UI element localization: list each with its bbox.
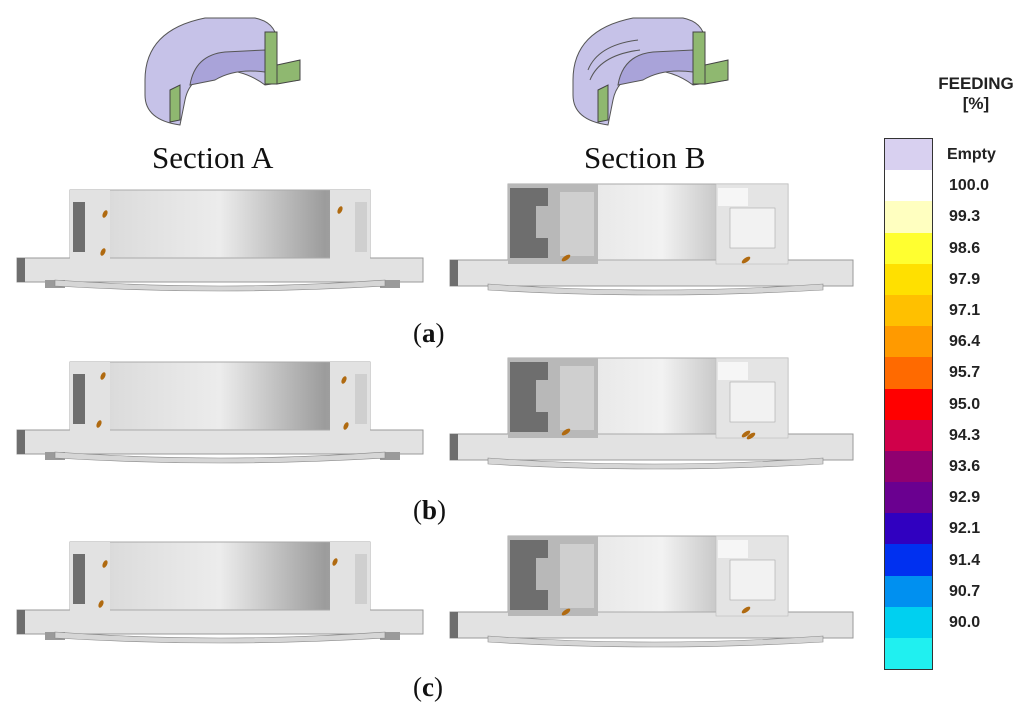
legend-label: 93.6: [949, 458, 981, 475]
section-b-title: Section B: [584, 140, 706, 175]
legend-label: 90.7: [949, 582, 981, 600]
legend-swatch: [885, 544, 932, 576]
legend-label: Empty: [947, 146, 996, 163]
casting-drawing: [449, 535, 854, 648]
legend-label: 91.4: [949, 551, 981, 569]
legend-label: 90.0: [949, 614, 981, 631]
legend-label: 92.9: [949, 489, 981, 507]
legend-swatch: [885, 139, 932, 171]
casting-drawing: [16, 361, 424, 464]
legend-swatch: [885, 606, 932, 638]
legend-title-line2: [%]: [962, 94, 990, 113]
legend-swatch: [885, 357, 932, 389]
casting-view-section-a-row-c: [15, 532, 425, 650]
casting-drawing: [449, 183, 854, 296]
legend-label: 99.3: [949, 208, 981, 226]
casting-drawing: [16, 189, 424, 292]
legend-title-line1: FEEDING: [938, 74, 1014, 93]
casting-drawing: [16, 541, 424, 644]
legend-label: 95.7: [949, 364, 981, 382]
casting-view-section-b-row-a: [448, 178, 858, 298]
legend-label: 96.4: [949, 333, 981, 351]
section-a-title: Section A: [152, 140, 274, 175]
row-label-b: (b): [413, 495, 447, 525]
legend-label: 97.9: [949, 270, 981, 288]
section-b-isometric-view: [572, 17, 729, 126]
row-label-c: (c): [413, 672, 443, 702]
section-a-isometric-view: [144, 17, 301, 126]
legend-swatch: [885, 263, 932, 295]
legend-swatch: [885, 201, 932, 233]
casting-drawing: [449, 357, 854, 470]
legend-swatch: [885, 513, 932, 545]
casting-view-section-a-row-a: [15, 180, 425, 295]
casting-view-section-b-row-b: [448, 352, 858, 474]
row-label-a: (a): [413, 318, 445, 348]
legend-label: 98.6: [949, 239, 981, 257]
legend-swatch: [885, 638, 932, 670]
casting-view-section-a-row-b: [15, 352, 425, 470]
legend-label: 97.1: [949, 302, 981, 319]
legend-label: 94.3: [949, 426, 981, 444]
legend-swatch: [885, 450, 932, 483]
casting-view-section-b-row-c: [448, 530, 858, 650]
legend-swatch: [885, 294, 932, 327]
legend-label: 95.0: [949, 395, 981, 413]
legend-swatch: [885, 170, 932, 202]
legend-swatch: [885, 232, 932, 264]
legend-color-bar: [884, 138, 933, 671]
legend-swatch: [885, 388, 932, 420]
legend-swatch: [885, 419, 932, 451]
legend-swatch: [885, 482, 932, 514]
legend-swatch: [885, 326, 932, 358]
legend-label: 100.0: [949, 177, 990, 195]
legend-title: FEEDING [%]: [928, 74, 1024, 114]
legend-swatch: [885, 575, 932, 607]
legend-label: 92.1: [949, 520, 981, 538]
